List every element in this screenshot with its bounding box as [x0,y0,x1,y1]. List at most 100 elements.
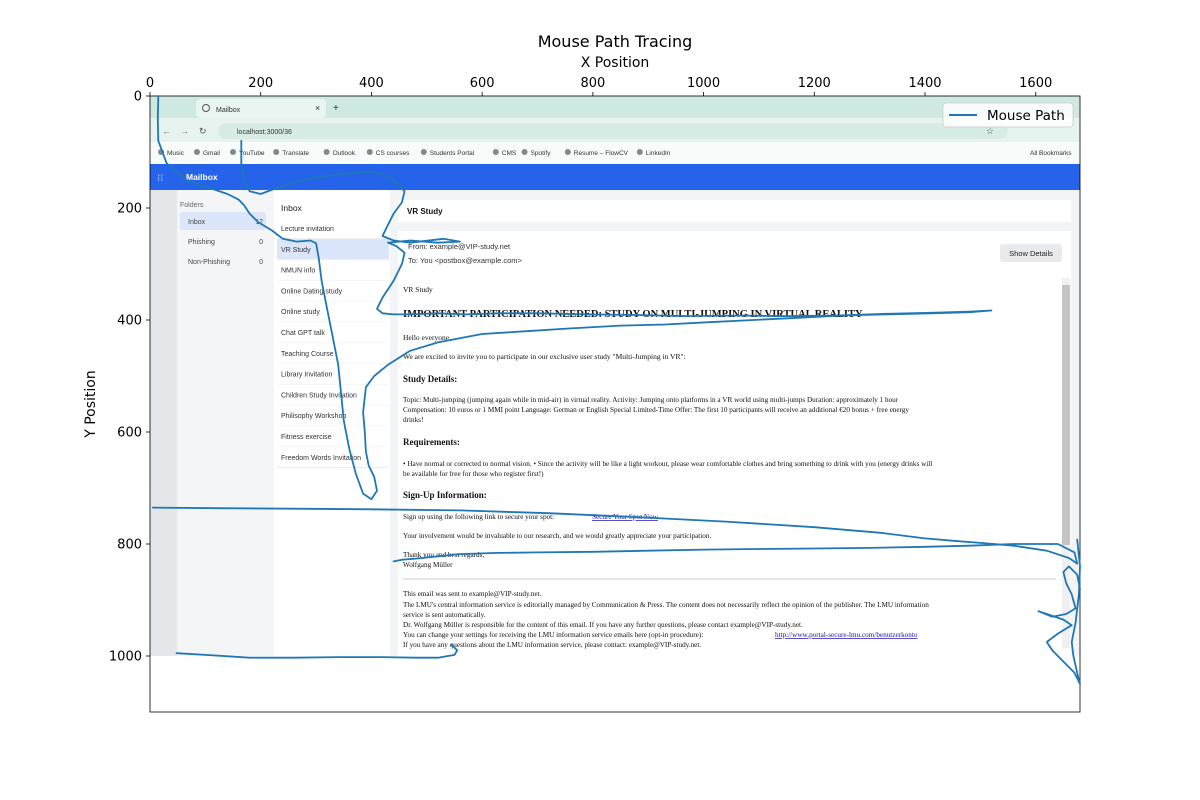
email-list-label: Chat GPT talk [281,330,325,337]
list-title: Inbox [281,203,303,213]
folder-name[interactable]: Inbox [188,219,206,226]
close-tab-icon[interactable]: × [315,103,320,113]
footer-line-5: You can change your settings for receivi… [403,631,703,639]
email-list-item[interactable] [277,259,389,281]
bookmark-item[interactable]: Gmail [203,150,221,157]
email-list-item[interactable] [277,301,389,322]
y-tick-label: 0 [134,90,142,105]
mouse-path-line [151,506,1079,565]
x-tick-label: 200 [248,76,273,91]
email-intro: We are excited to invite you to particip… [403,352,686,361]
email-list-item[interactable] [277,342,389,364]
signup-text: Sign up using the following link to secu… [403,513,554,521]
email-list-label: Online study [281,309,320,316]
folder-name[interactable]: Non-Phishing [188,259,230,266]
bookmark-item[interactable]: Spotify [531,150,552,157]
y-tick-label: 1000 [109,650,142,665]
footer-line-1: This email was sent to example@VIP-study… [403,590,542,598]
email-scrollbar-thumb[interactable] [1062,285,1070,545]
bookmark-star-icon[interactable]: ☆ [986,126,994,136]
email-list-item[interactable] [277,405,389,426]
bookmark-item[interactable]: Translate [282,150,309,157]
bookmark-item[interactable]: Resume – FlowCV [574,150,629,157]
bookmark-icon [521,149,528,155]
email-list-item[interactable] [277,363,389,385]
app-header [150,164,1080,190]
email-list-item[interactable] [277,384,389,406]
show-details-button[interactable] [1000,244,1062,262]
y-tick-label: 600 [117,426,142,441]
bookmark-icon [420,149,427,155]
all-bookmarks[interactable]: All Bookmarks [1030,150,1072,157]
email-list-item[interactable] [277,218,389,239]
email-list-item[interactable] [277,426,389,447]
footer-line-3: service is sent automatically. [403,611,486,619]
details-line-2: Compensation: 10 euros or 1 MMI point La… [403,406,909,414]
bookmark-icon [273,149,280,155]
x-tick-label: 800 [580,76,605,91]
folder-count: 0 [259,259,263,266]
tab-favicon-icon [202,104,210,112]
mouse-path-line [175,643,459,659]
app-title: Mailbox [186,172,218,182]
x-tick-label: 400 [359,76,384,91]
bookmarks-bar [150,142,1080,164]
email-list-label: Teaching Course [281,351,334,358]
bookmark-icon [323,149,330,155]
requirements-line-2: be available for free for those who regi… [403,470,544,478]
bookmark-item[interactable]: YouTube [239,150,265,157]
x-tick-label: 1400 [908,76,941,91]
email-list-item[interactable] [277,322,389,343]
bookmark-item[interactable]: Students Portal [430,150,475,157]
x-tick-label: 0 [146,76,154,91]
show-details-label: Show Details [1009,249,1053,258]
bookmark-item[interactable]: Outlook [333,150,356,157]
email-list-label: Lecture invitation [281,226,334,233]
reload-icon[interactable]: ↻ [199,126,207,136]
email-list-item[interactable] [277,238,389,260]
requirements-heading: Requirements: [403,437,460,447]
folder-name[interactable]: Phishing [188,239,215,246]
grid-menu-icon[interactable]: ⁝⁝ [157,173,163,184]
footer-link[interactable]: http://www.portal-secure-lmu.com/benutze… [775,631,918,639]
details-line-3: drinks! [403,416,423,424]
browser-tab-bar [150,96,1080,118]
email-list-label: Philisophy Workshop [281,413,346,420]
email-list-label: VR Study [281,247,311,254]
bookmark-icon [194,149,200,155]
email-list-item[interactable] [277,280,389,302]
bookmark-item[interactable]: CS courses [376,150,410,157]
y-tick-label: 800 [117,538,142,553]
bookmark-item[interactable]: Music [167,150,185,157]
email-greeting: Hello everyone, [403,333,451,342]
email-list-label: Freedom Words Invitation [281,455,361,462]
browser-tab[interactable] [196,99,326,118]
x-axis-label: X Position [581,55,650,71]
bookmark-item[interactable]: LinkedIn [646,150,671,157]
email-list-item[interactable] [277,446,389,468]
email-list-label: NMUN info [281,268,315,275]
left-rail [150,190,177,656]
legend-label: Mouse Path [987,108,1065,124]
involvement-text: Your involvement would be invaluable to … [403,532,711,540]
legend-box [942,102,1074,128]
folder-inbox-highlight [180,212,266,230]
y-axis-label: Y Position [83,370,99,439]
address-text[interactable]: localhost:3000/36 [237,129,292,136]
requirements-line-1: • Have normal or corrected to normal vis… [403,460,932,468]
legend: Mouse Path [942,102,1074,128]
x-tick-label: 1000 [687,76,720,91]
mouse-path-series [151,95,1081,685]
x-tick-label: 1600 [1019,76,1052,91]
back-icon[interactable]: ← [162,126,171,136]
details-heading: Study Details: [403,374,457,384]
forward-icon[interactable]: → [180,126,189,136]
mouse-path-line [1037,538,1081,685]
bookmark-item[interactable]: CMS [502,150,517,157]
address-bar[interactable] [218,123,1008,139]
new-tab-icon[interactable]: + [333,103,339,114]
